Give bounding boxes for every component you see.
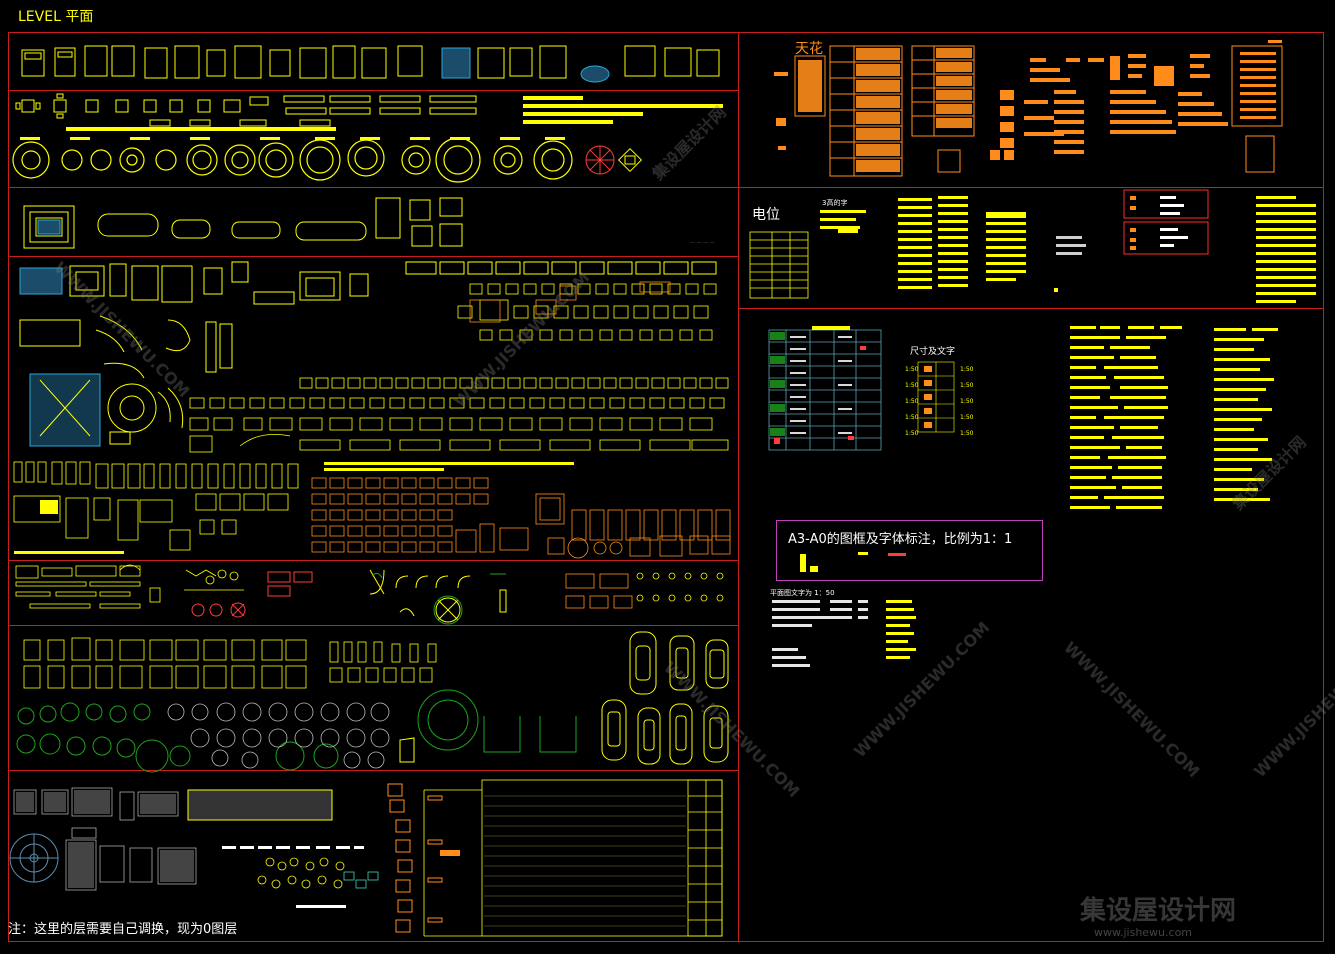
level-mark: 1:50 [960, 366, 974, 373]
frame-divider [8, 770, 738, 771]
car-blocks [601, 631, 729, 765]
electric-table [749, 231, 809, 299]
level-mark: 1:50 [960, 414, 974, 421]
frame-note-mark [888, 553, 906, 556]
electric-red-symbols [1130, 196, 1136, 250]
dimension-legend [917, 361, 955, 433]
frame-divider [738, 308, 1324, 309]
dining-set-blocks [23, 197, 463, 249]
armchair-rows [189, 377, 729, 453]
bed-blocks-blue [441, 47, 610, 83]
level-mark: 1:50 [905, 398, 919, 405]
texture-fill [16, 790, 194, 888]
texture-blocks [13, 787, 197, 891]
people-blocks [636, 572, 724, 602]
titleblock-text [1070, 326, 1278, 509]
dining-table-blue [37, 219, 61, 235]
lamp-blocks [387, 783, 443, 933]
frame-divider-vertical [738, 32, 739, 942]
stair-marker [440, 850, 460, 856]
ceiling-legend-orange [794, 45, 1283, 177]
gray-plant-blocks [167, 702, 390, 769]
frame-note-content [800, 552, 868, 572]
living-orange-blocks [469, 281, 671, 323]
stair-lines [484, 795, 686, 927]
stone-blocks [257, 857, 345, 889]
ceiling-label: 天花 [795, 41, 823, 57]
level-mark: 1:50 [960, 430, 974, 437]
level-mark: 1:50 [960, 382, 974, 389]
bed-blocks [21, 45, 720, 79]
red-symbol-blocks [191, 571, 313, 618]
cross-table-block [617, 147, 643, 173]
door-blocks [369, 569, 507, 623]
rug-block-blue [19, 267, 63, 295]
chair-grid-row1 [469, 283, 717, 295]
green-door-blocks [371, 572, 506, 625]
chair-grid-row3 [479, 329, 713, 341]
long-yellow-bars [14, 462, 574, 554]
level-mark: 1:50 [960, 398, 974, 405]
living-room-set [29, 362, 184, 447]
stair-plan [423, 779, 723, 937]
frame-note-text: A3-A0的图框及字体标注，比例为1：1 [788, 532, 1013, 547]
toilet-blocks [565, 573, 633, 609]
section-stamp: — — — — [690, 240, 715, 246]
ceiling-legend-fill [798, 48, 972, 172]
compass-rose [9, 833, 59, 883]
texture-panel [187, 789, 333, 821]
chair-grid-row2 [457, 299, 709, 321]
electric-red-fill [1160, 196, 1188, 247]
electric-red-table [1123, 189, 1209, 255]
electric-label: 电位 [752, 207, 780, 223]
layer-table-marks [774, 346, 866, 444]
page-title: LEVEL 平面 [18, 9, 94, 25]
layer-table-text [790, 336, 852, 434]
storage-blocks [13, 461, 299, 551]
frame-divider [8, 560, 738, 561]
watermark-url: www.jishewu.com [1094, 926, 1193, 939]
level-mark: 1:50 [905, 414, 919, 421]
cyan-stone-blocks [343, 871, 379, 889]
electric-gray-text [1056, 236, 1086, 255]
dimension-level-marks-left: 1:50 1:50 1:50 1:50 1:50 [905, 362, 918, 442]
watermark-brand: 集设屋设计网 [1080, 896, 1237, 926]
frame-divider [8, 625, 738, 626]
dimension-level-marks-right: 1:50 1:50 1:50 1:50 1:50 [960, 362, 973, 442]
frame-divider [8, 90, 738, 91]
chair-set-blocks [23, 637, 437, 689]
umbrella-block [585, 145, 615, 175]
symbol-blocks [15, 564, 244, 609]
frame-divider [8, 187, 1324, 188]
frame-divider [8, 256, 738, 257]
scale-note-yellow [886, 600, 916, 659]
high-text-label: 3高的字 [822, 199, 848, 207]
frame-note-box [776, 520, 1043, 581]
dimension-text-label: 尺寸及文字 [910, 347, 956, 357]
scale-note-text: 平面图文字为 1：50 [770, 589, 835, 597]
plant-blocks [16, 689, 577, 773]
white-dash-row [222, 846, 364, 908]
footer-note: 注：这里的层需要自己调换，现为0图层 [8, 922, 238, 937]
fixture-highlight [40, 500, 58, 514]
level-mark: 1:50 [905, 430, 919, 437]
living-room-blocks [457, 283, 717, 341]
round-table-blocks [12, 137, 573, 183]
dimension-legend-ticks [924, 366, 932, 428]
layer-table-header [812, 326, 850, 330]
table-chair-blocks [15, 93, 477, 127]
drawing-frame [8, 32, 1324, 942]
ceiling-legend-bars [774, 40, 1282, 160]
layer-table [768, 329, 882, 451]
layer-table-cells [770, 332, 785, 436]
sofa-blocks [19, 261, 717, 373]
yellow-bars [20, 96, 723, 140]
level-mark: 1:50 [905, 382, 919, 389]
level-mark: 1:50 [905, 366, 919, 373]
bathroom-blocks [311, 477, 731, 559]
electric-text-bars [820, 196, 1316, 303]
scale-note-lines [772, 600, 868, 667]
